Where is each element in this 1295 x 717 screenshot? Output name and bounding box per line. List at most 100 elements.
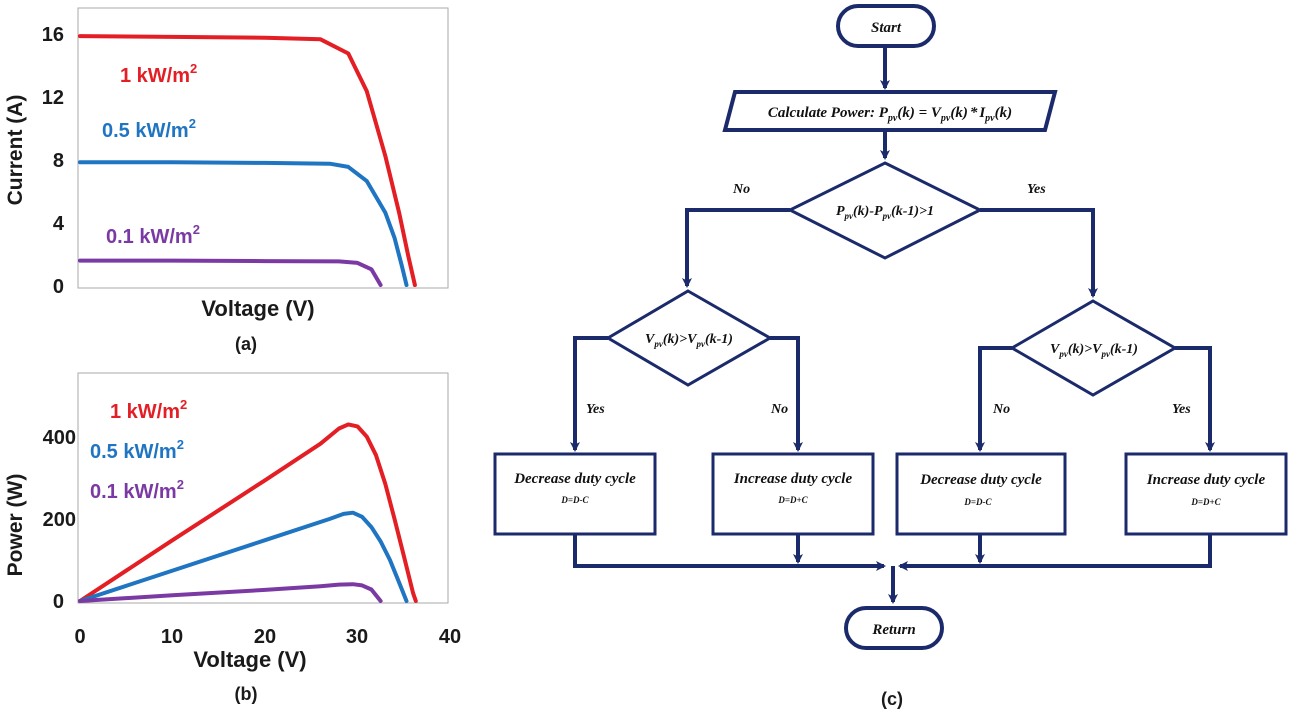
increase-duty-box-left [711, 452, 875, 536]
data-point [402, 554, 406, 558]
chart-a-yticks: 0 4 8 12 16 [42, 24, 65, 298]
branch-label-yes: Yes [1172, 402, 1191, 417]
x-tick-label: 10 [161, 626, 183, 648]
data-point [393, 517, 396, 521]
data-point [405, 283, 408, 287]
chart-a-series-group [78, 34, 417, 287]
chart-a-frame [77, 7, 449, 289]
decrease-duty-label: Decrease duty cycle [513, 471, 636, 487]
series-line [78, 422, 418, 603]
data-point [393, 236, 396, 240]
return-label: Return [871, 622, 915, 638]
connector [1175, 346, 1215, 452]
data-point [406, 255, 410, 259]
legend-05kw: 0.5 kW/m2 [90, 437, 184, 463]
branch-label-yes: Yes [1027, 182, 1046, 197]
voltage-condition-right: Vpv(k)>Vpv(k-1) [1050, 342, 1138, 359]
data-point [400, 264, 404, 268]
data-point [346, 165, 350, 169]
x-tick-label: 30 [346, 626, 368, 648]
data-point [365, 179, 369, 183]
decrease-duty-label: Decrease duty cycle [919, 472, 1042, 488]
decrease-duty-box-right [895, 452, 1067, 536]
data-point [397, 211, 401, 215]
increase-duty-box-right [1124, 452, 1288, 536]
chart-b-yticks: 0 200 400 [43, 427, 76, 613]
data-point [369, 525, 373, 529]
x-tick-label: 20 [254, 626, 276, 648]
data-point [171, 593, 174, 597]
data-point [263, 161, 267, 165]
legend-01kw: 0.1 kW/m2 [90, 477, 184, 503]
data-point [263, 259, 267, 263]
flowchart [493, 4, 1288, 650]
data-point [263, 538, 267, 542]
data-point [369, 267, 373, 271]
series-line [78, 510, 409, 603]
data-point [405, 599, 408, 603]
start-label: Start [871, 20, 902, 36]
flowchart-panel-label: (c) [881, 689, 903, 709]
data-point [369, 588, 373, 591]
data-point [360, 515, 364, 519]
data-point [78, 259, 82, 263]
data-point [365, 435, 369, 439]
voltage-decision-right [1009, 299, 1179, 397]
chart-b: 0 200 400 0 10 20 30 40 Power (W) Voltag… [4, 372, 461, 704]
data-point [413, 283, 417, 287]
data-point [379, 539, 383, 543]
y-tick-label: 200 [43, 509, 76, 531]
y-tick-label: 400 [43, 427, 76, 449]
decrease-duty-eq: D=D-C [560, 495, 589, 505]
data-point [360, 583, 364, 587]
flowchart-text: Start Calculate Power: Ppv(k) = Vpv(k)*I… [513, 20, 1265, 638]
data-point [356, 261, 359, 265]
series-line [78, 160, 409, 287]
data-point [351, 582, 355, 586]
legend-1kw: 1 kW/m2 [110, 397, 187, 423]
data-point [171, 569, 174, 573]
branch-label-yes: Yes [586, 402, 605, 417]
chart-b-xticks: 0 10 20 30 40 [74, 626, 461, 648]
data-point [346, 422, 350, 426]
y-tick-label: 16 [42, 24, 64, 46]
data-point [411, 591, 415, 595]
data-point [171, 538, 174, 542]
legend-1kw: 1 kW/m2 [120, 61, 197, 87]
y-tick-label: 12 [42, 87, 64, 109]
data-point [171, 259, 174, 263]
series-line [78, 34, 417, 287]
data-point [379, 599, 383, 603]
data-point [365, 89, 369, 93]
branch-label-no: No [770, 402, 788, 417]
data-point [328, 517, 332, 521]
legend-01kw: 0.1 kW/m2 [106, 222, 200, 248]
data-point [356, 424, 359, 428]
chart-b-ylabel: Power (W) [4, 474, 27, 577]
data-point [78, 599, 82, 603]
decrease-duty-eq: D=D-C [963, 497, 992, 507]
voltage-decision-left [605, 289, 774, 387]
chart-a: 0 4 8 12 16 Current (A) Voltage (V) (a) … [4, 7, 449, 354]
x-tick-label: 0 [74, 626, 85, 648]
chart-a-panel-label: (a) [235, 334, 257, 354]
data-point [263, 478, 267, 482]
branch-label-no: No [732, 182, 750, 197]
connector [682, 208, 790, 288]
data-point [78, 34, 82, 38]
data-point [374, 453, 378, 457]
connector [975, 346, 1012, 452]
y-tick-label: 4 [53, 213, 65, 235]
data-point [346, 52, 350, 55]
increase-duty-eq: D=D+C [1190, 497, 1221, 507]
chart-b-frame [77, 372, 449, 604]
start-terminal [836, 4, 936, 48]
data-point [319, 442, 322, 446]
data-point [337, 427, 341, 430]
calculate-power-box [722, 90, 1058, 132]
connector [570, 336, 608, 452]
data-point [263, 588, 267, 592]
chart-b-series-group [78, 422, 418, 603]
data-point [383, 211, 387, 215]
connector [898, 535, 1212, 571]
